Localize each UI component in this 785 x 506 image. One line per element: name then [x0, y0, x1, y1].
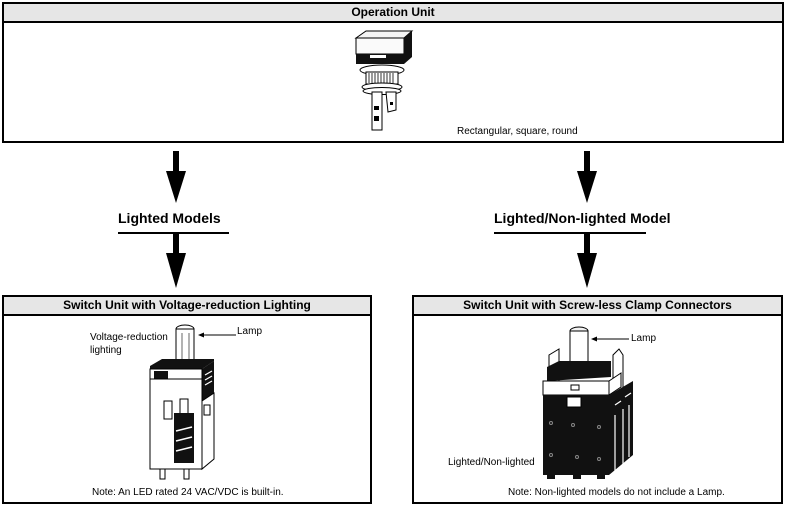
arrow-down-icon	[577, 151, 597, 203]
screwless-clamp-switch-illustration	[542, 326, 633, 479]
callout-lamp: Lamp	[237, 326, 263, 337]
callout-lamp: Lamp	[631, 333, 657, 344]
callout-line: lighting	[90, 345, 122, 356]
operation-unit-caption: Rectangular, square, round	[457, 126, 578, 137]
callout-lighted-non-lighted: Lighted/Non-lighted	[448, 457, 535, 468]
voltage-reduction-switch-illustration	[149, 324, 236, 480]
callout-line: Voltage-reduction	[90, 332, 168, 343]
branch-label-lighted-models: Lighted Models	[118, 210, 221, 226]
arrow-down-icon	[577, 233, 597, 288]
operation-unit-panel: Operation Unit Rectangular, square, roun…	[2, 2, 784, 143]
switch-unit-title: Switch Unit with Voltage-reduction Light…	[4, 297, 370, 316]
operation-unit-title: Operation Unit	[4, 4, 782, 23]
switch-unit-title: Switch Unit with Screw-less Clamp Connec…	[414, 297, 781, 316]
switch-unit-note: Note: Non-lighted models do not include …	[508, 487, 725, 498]
operation-unit-illustration	[354, 30, 414, 131]
branch-underline	[494, 232, 646, 234]
arrow-down-icon	[166, 151, 186, 203]
branch-label-lighted-non-lighted-model: Lighted/Non-lighted Model	[494, 210, 671, 226]
arrow-down-icon	[166, 233, 186, 288]
switch-unit-screwless-clamp-panel: Switch Unit with Screw-less Clamp Connec…	[412, 295, 783, 504]
callout-voltage-reduction: Voltage-reduction lighting	[90, 331, 168, 357]
switch-unit-note: Note: An LED rated 24 VAC/VDC is built-i…	[92, 487, 284, 498]
switch-unit-voltage-reduction-panel: Switch Unit with Voltage-reduction Light…	[2, 295, 372, 504]
